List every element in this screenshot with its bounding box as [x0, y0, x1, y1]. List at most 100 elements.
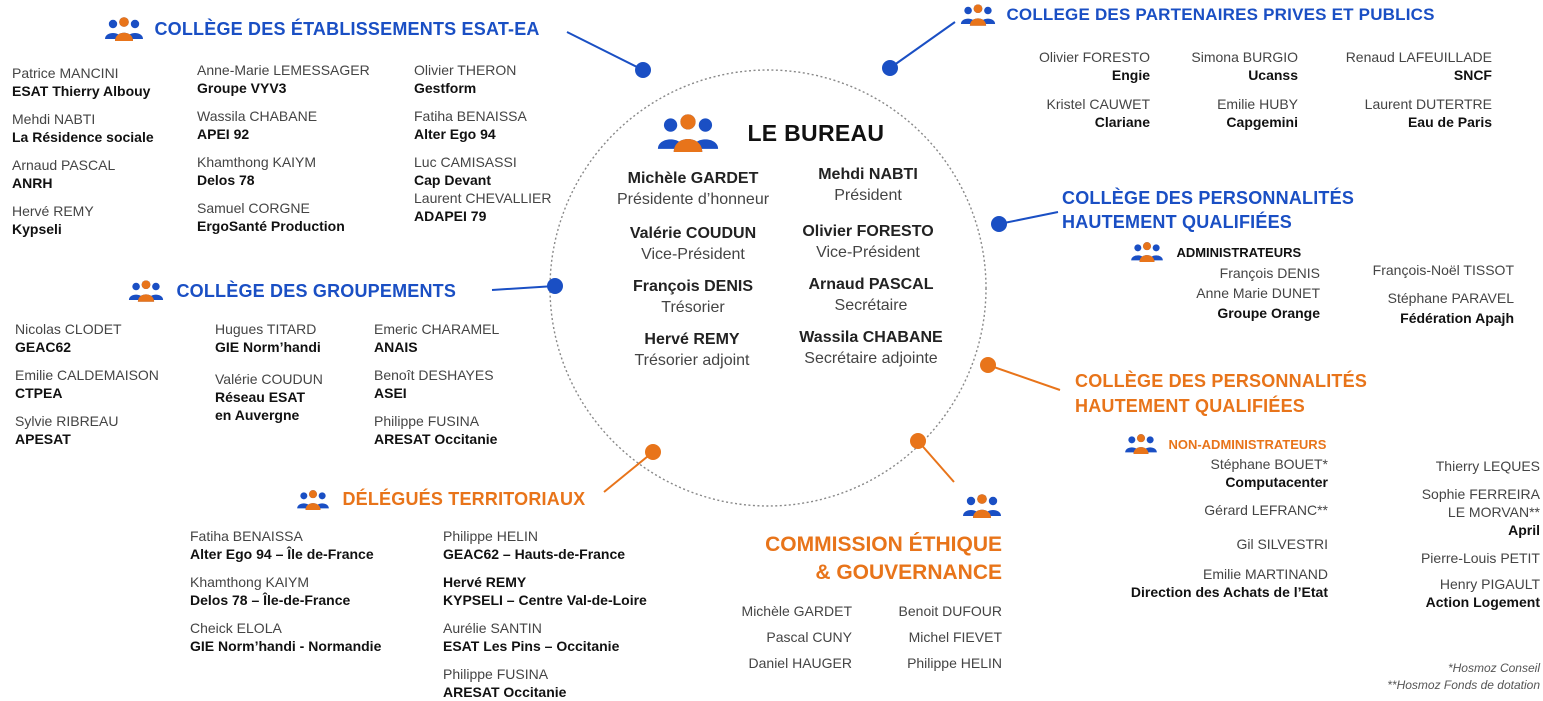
person-name: Stéphane BOUET* [1210, 456, 1328, 472]
person-name: Sophie FERREIRA [1421, 486, 1540, 502]
admin-left-list: François DENIS Anne Marie DUNET Groupe O… [1120, 263, 1320, 323]
person-name: Thierry LEQUES [1435, 458, 1540, 474]
person-name: Samuel CORGNE [197, 200, 310, 216]
people-icon [960, 4, 996, 26]
person-name: Gil SILVESTRI [1236, 536, 1328, 552]
person-name: Valérie COUDUN [215, 371, 323, 387]
delegues-header: DÉLÉGUÉS TERRITORIAUX [296, 489, 585, 510]
dot-groupements [547, 278, 563, 294]
person-name: Simona BURGIO [1191, 49, 1298, 65]
person-name: François-Noël TISSOT [1372, 262, 1514, 278]
member-name: Wassila CHABANE [799, 329, 943, 346]
person-name: Emeric CHARAMEL [374, 321, 500, 337]
admin-right-list: François-Noël TISSOT Stéphane PARAVEL Fé… [1320, 260, 1514, 328]
college-esat-title: COLLÈGE DES ÉTABLISSEMENTS ESAT-EA [154, 18, 540, 39]
person-name: Henry PIGAULT [1439, 576, 1540, 592]
list-item: Emilie CALDEMAISON CTPEA [15, 366, 159, 402]
college-esat-header: COLLÈGE DES ÉTABLISSEMENTS ESAT-EA [104, 17, 540, 41]
list-item: Thierry LEQUES [1330, 457, 1540, 475]
org-name: Alter Ego 94 – Île de-France [190, 546, 374, 562]
person-name: Cheick ELOLA [190, 620, 282, 636]
list-item: Gérard LEFRANC** [1100, 501, 1328, 519]
title-line-1: COMMISSION ÉTHIQUE [765, 533, 1002, 556]
connector-groupements [491, 285, 556, 291]
org-name: Gestform [414, 80, 477, 96]
bureau-member: Mehdi NABTI Président [796, 164, 940, 206]
org-name: CTPEA [15, 385, 63, 401]
nonadmin-left-list: Stéphane BOUET*Computacenter Gérard LEFR… [1100, 455, 1328, 601]
title-line-1: COLLÈGE DES PERSONNALITÉS [1062, 188, 1355, 208]
person-name: Michèle GARDET [741, 603, 852, 619]
college-personnalites-nonadmin-title: COLLÈGE DES PERSONNALITÉS HAUTEMENT QUAL… [1075, 369, 1367, 419]
list-item: Stéphane BOUET*Computacenter [1100, 455, 1328, 491]
bureau-member: Hervé REMY Trésorier adjoint [612, 329, 772, 371]
title-line-2: HAUTEMENT QUALIFIÉES [1075, 396, 1306, 416]
member-name: Mehdi NABTI [818, 166, 918, 183]
list-item: Gil SILVESTRI [1100, 535, 1328, 553]
person-name: Mehdi NABTI [12, 111, 96, 127]
people-icon [104, 17, 144, 41]
person-name: Emilie MARTINAND [1203, 566, 1328, 582]
dot-partenaires [882, 60, 898, 76]
non-administrateurs-label: NON-ADMINISTRATEURS [1168, 436, 1327, 452]
list-item: Sylvie RIBREAU APESAT [15, 412, 159, 448]
college-partenaires-header: COLLEGE DES PARTENAIRES PRIVES ET PUBLIC… [960, 4, 1435, 26]
person-name: Wassila CHABANE [197, 108, 318, 124]
college-partenaires-title: COLLEGE DES PARTENAIRES PRIVES ET PUBLIC… [1006, 5, 1435, 24]
org-name: GEAC62 – Hauts-de-France [443, 546, 626, 562]
org-name: Cap Devant [414, 172, 492, 188]
person-name: Olivier FORESTO [1039, 49, 1150, 65]
bureau-member: Arnaud PASCAL Secrétaire [791, 274, 951, 316]
member-name: Hervé REMY [644, 331, 740, 348]
people-icon [128, 280, 164, 302]
bureau-title: LE BUREAU [747, 119, 885, 146]
bureau-header: LE BUREAU [655, 114, 884, 152]
people-icon [1124, 434, 1158, 454]
org-name: APESAT [15, 431, 71, 447]
org-name: Groupe Orange [1217, 305, 1320, 321]
list-item: Pierre-Louis PETIT [1330, 549, 1540, 567]
people-icon [962, 494, 1002, 518]
person-name: Aurélie SANTIN [443, 620, 542, 636]
org-name: Alter Ego 94 [414, 126, 496, 142]
person-name: Sylvie RIBREAU [15, 413, 119, 429]
member-role: Vice-Président [816, 244, 920, 261]
title-line-1: COLLÈGE DES PERSONNALITÉS [1075, 371, 1368, 391]
org-name: Delos 78 – Île-de-France [190, 592, 351, 608]
org-name: Kypseli [12, 221, 62, 237]
commission-left-list: Michèle GARDET Pascal CUNY Daniel HAUGER [700, 598, 852, 676]
person-name: Emilie CALDEMAISON [15, 367, 159, 383]
person-name: Kristel CAUWET [1046, 96, 1150, 112]
person-name: Philippe HELIN [443, 528, 538, 544]
bureau-member: Michèle GARDET Présidente d’honneur [596, 168, 790, 210]
person-name: Nicolas CLODET [15, 321, 122, 337]
connector-partenaires [889, 21, 956, 69]
org-name: Fédération Apajh [1400, 310, 1514, 326]
org-name: en Auvergne [215, 407, 300, 423]
person-name: Hervé REMY [443, 574, 527, 590]
person-name: Daniel HAUGER [748, 655, 852, 671]
dot-esat [635, 62, 651, 78]
connector-delegues [603, 451, 654, 493]
list-item: Philippe HELIN GEAC62 – Hauts-de-France [443, 527, 647, 563]
member-name: Arnaud PASCAL [808, 276, 934, 293]
bureau-member: Valérie COUDUN Vice-Président [606, 223, 780, 265]
org-name: ADAPEI 79 [414, 208, 487, 224]
member-role: Vice-Président [641, 246, 745, 263]
